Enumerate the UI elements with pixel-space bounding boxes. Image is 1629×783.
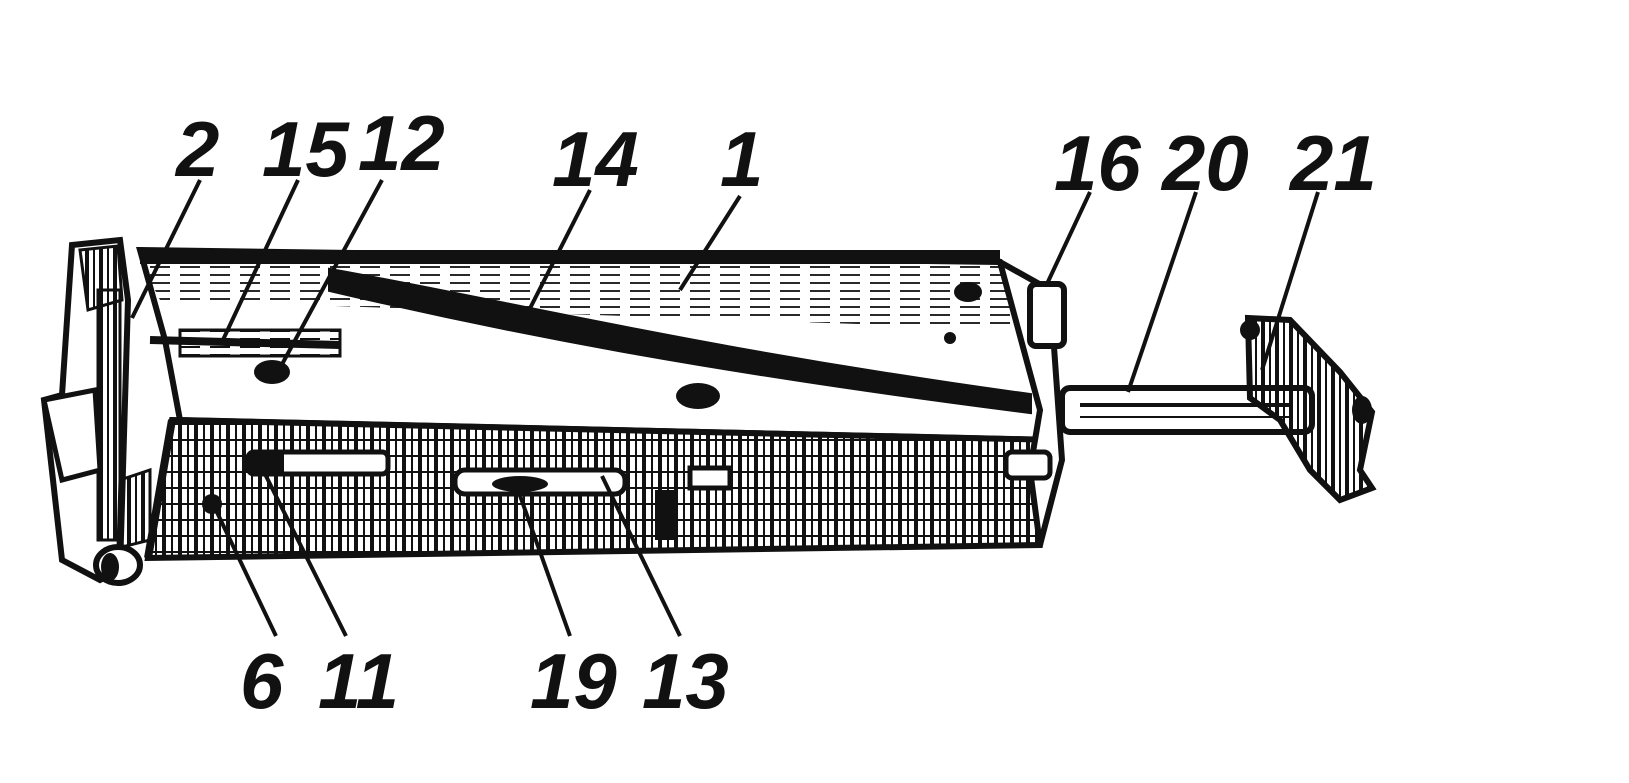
callout-21: 21 bbox=[1288, 119, 1377, 207]
leader-12 bbox=[278, 179, 384, 369]
curved-spring-bar bbox=[328, 267, 1032, 415]
leader-1 bbox=[678, 194, 742, 292]
leader-19 bbox=[516, 489, 572, 637]
front-tab bbox=[655, 490, 677, 540]
rivet-small-right bbox=[944, 332, 956, 344]
leader-20 bbox=[1126, 191, 1198, 393]
leader-14 bbox=[516, 189, 592, 333]
mechanism-drawing bbox=[40, 236, 1377, 586]
leader-lines bbox=[130, 179, 1320, 637]
left-end-bracket bbox=[40, 236, 152, 586]
leader-21 bbox=[1260, 191, 1320, 371]
front-latch-small bbox=[250, 454, 284, 474]
callout-2: 2 bbox=[174, 105, 219, 193]
callout-11: 11 bbox=[318, 637, 399, 725]
callout-15: 15 bbox=[262, 105, 350, 193]
callout-19: 19 bbox=[530, 637, 617, 725]
callout-16: 16 bbox=[1054, 119, 1141, 207]
leader-2 bbox=[130, 179, 202, 319]
leader-15 bbox=[220, 179, 300, 343]
callout-14: 14 bbox=[552, 115, 639, 203]
callout-13: 13 bbox=[642, 637, 729, 725]
callout-20: 20 bbox=[1160, 119, 1249, 207]
rivet-top-right bbox=[954, 282, 982, 302]
callout-6: 6 bbox=[240, 637, 284, 725]
front-catch bbox=[687, 465, 733, 491]
callouts-bottom: 6 11 19 13 bbox=[240, 637, 729, 725]
front-slot-handle bbox=[492, 476, 548, 492]
rivet-top-middle bbox=[676, 383, 720, 409]
right-end-block bbox=[995, 255, 1067, 546]
callout-12: 12 bbox=[358, 99, 445, 187]
leader-11 bbox=[256, 459, 348, 637]
front-pin bbox=[202, 494, 222, 514]
leader-6 bbox=[212, 505, 278, 637]
callouts-top: 2 15 12 14 1 16 20 21 bbox=[174, 99, 1377, 207]
leader-16 bbox=[1044, 191, 1092, 287]
leader-13 bbox=[600, 475, 682, 637]
callout-1: 1 bbox=[720, 115, 763, 203]
end-lever bbox=[1240, 314, 1377, 504]
